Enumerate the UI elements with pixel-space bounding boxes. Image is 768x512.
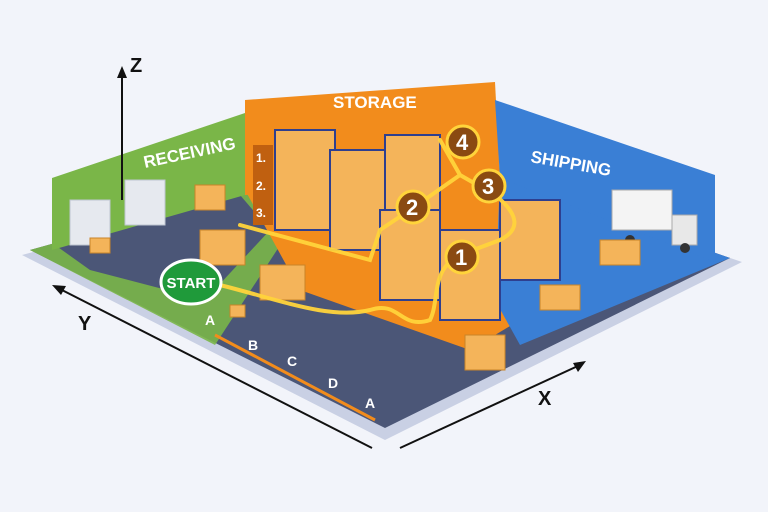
axis-label-y: Y [78, 313, 92, 335]
svg-text:2: 2 [406, 195, 418, 220]
route-stop-1: 1 [444, 239, 480, 275]
y-axis [52, 285, 373, 449]
aisle-label-b: B [248, 337, 258, 353]
zone-label-storage: STORAGE [333, 93, 417, 112]
route-stop-4: 4 [445, 124, 481, 160]
start-badge: START [159, 258, 223, 306]
shelf-level-3: 3. [256, 206, 266, 220]
svg-text:START: START [167, 275, 216, 292]
boxes [89, 184, 641, 371]
aisle-label-d: D [328, 375, 338, 391]
svg-text:4: 4 [456, 130, 469, 155]
z-axis [117, 66, 127, 200]
shelf-level-2: 2. [256, 179, 266, 193]
aisle-label-a: A [205, 312, 215, 328]
dock-door [124, 179, 166, 226]
route-stop-3: 3 [471, 168, 507, 204]
svg-text:1: 1 [455, 245, 467, 270]
axis-label-z: Z [130, 55, 142, 77]
aisle-label-c: C [287, 353, 297, 369]
aisle-label-a2: A [365, 395, 375, 411]
shelf-level-bracket [253, 145, 273, 225]
aisle-line [214, 333, 376, 422]
svg-text:3: 3 [482, 174, 494, 199]
axis-label-x: X [538, 388, 552, 410]
shelf-level-1: 1. [256, 151, 266, 165]
route-stop-2: 2 [395, 189, 431, 225]
x-axis [399, 361, 586, 449]
